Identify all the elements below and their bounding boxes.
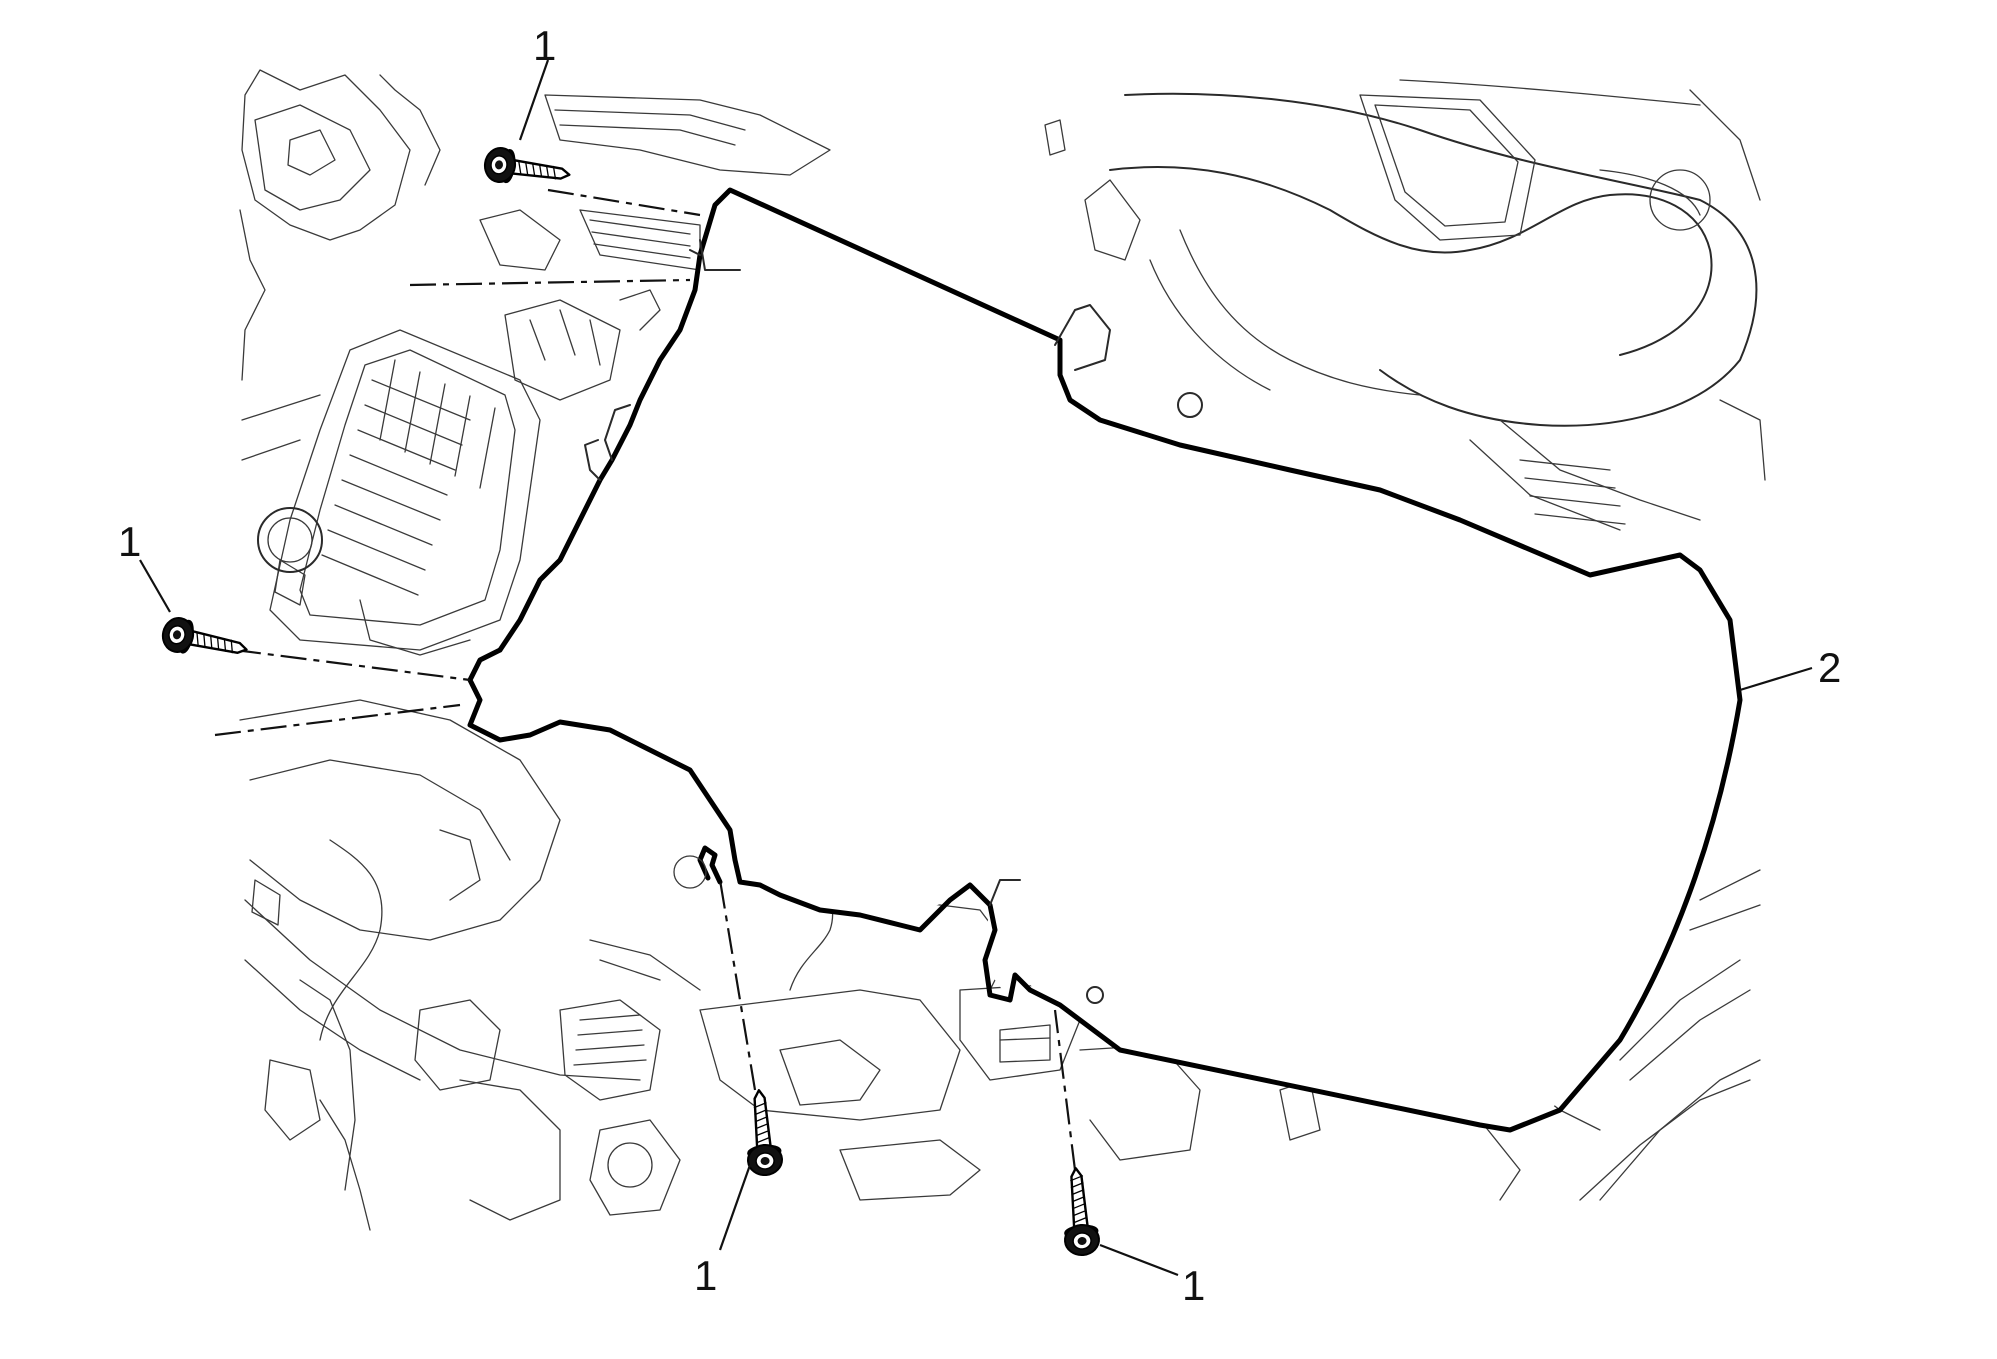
bolt-bottom-left-guide	[718, 879, 757, 1091]
bolt-top	[409, 147, 701, 287]
steering-wheel	[1044, 79, 1766, 531]
bolt-top-guide-2	[409, 278, 691, 287]
bolt-top-guide	[547, 188, 701, 217]
bolt-bottom-left	[718, 879, 783, 1177]
bolt-bottom-right-screw	[1064, 1167, 1100, 1257]
leader-bolt-top	[518, 59, 550, 141]
leader-bolt-bottom-right	[1099, 1243, 1179, 1277]
callouts: 1 1 1 1 2	[118, 22, 1841, 1309]
callout-bolt-bottom-left: 1	[694, 1252, 717, 1299]
callout-panel: 2	[1818, 644, 1841, 691]
bolt-bottom-right-guide	[1053, 1009, 1077, 1171]
bolt-left-guide-2	[214, 703, 461, 737]
lower-trim-panel-outline	[467, 187, 1743, 1133]
bolt-bottom-left-screw	[747, 1089, 783, 1177]
lower-trim-panel	[467, 187, 1743, 1133]
bolt-left-guide	[234, 648, 471, 682]
callout-bolt-top: 1	[533, 22, 556, 69]
callout-bolt-left: 1	[118, 518, 141, 565]
fuse-block	[239, 69, 541, 656]
bolt-left-screw	[161, 617, 248, 654]
lower-column-wiring	[239, 699, 701, 1231]
callout-bolt-bottom-right: 1	[1182, 1262, 1205, 1309]
right-side-structure	[1519, 869, 1761, 1201]
bolt-left	[161, 617, 471, 737]
leader-bolt-left	[139, 559, 171, 613]
leader-bolt-bottom-left	[718, 1164, 752, 1251]
leader-panel	[1739, 666, 1813, 692]
fasteners	[161, 147, 1100, 1257]
bolt-top-screw	[483, 147, 571, 184]
bolt-bottom-right	[1053, 1009, 1100, 1257]
